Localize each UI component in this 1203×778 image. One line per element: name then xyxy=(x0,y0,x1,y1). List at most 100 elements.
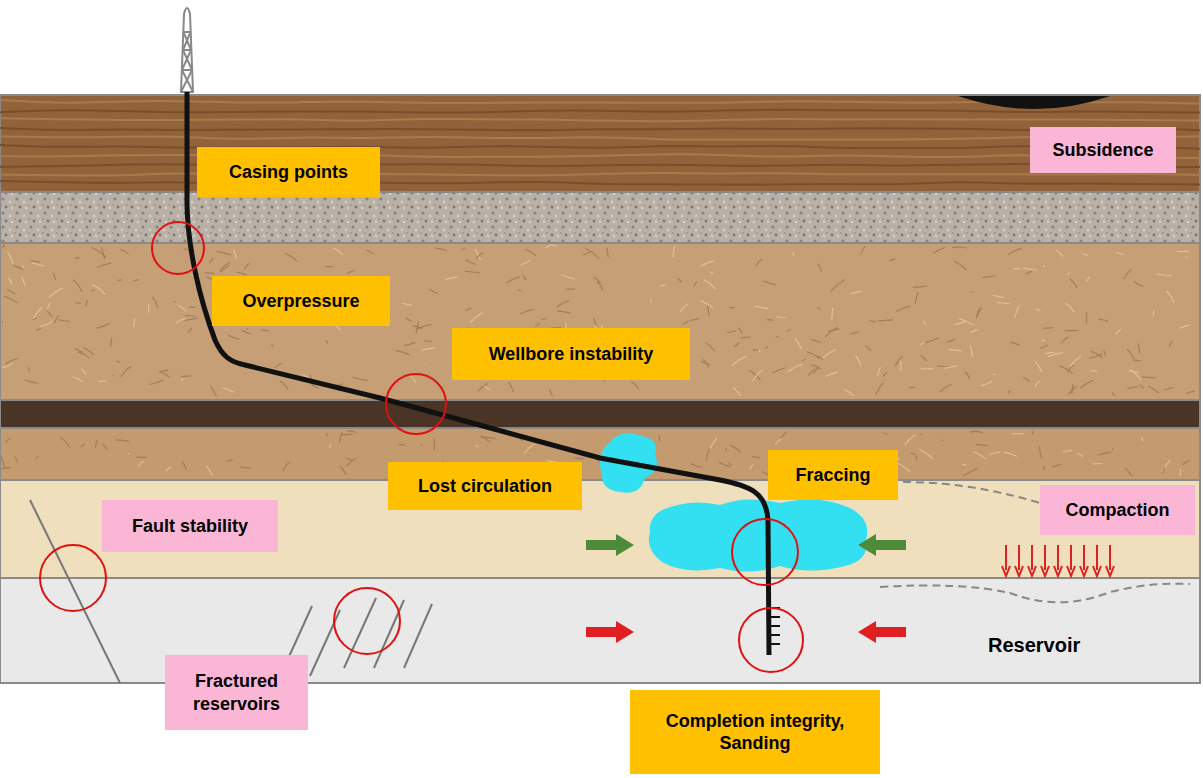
rock-crinkle xyxy=(166,467,171,471)
rock-crinkle xyxy=(520,309,534,314)
rock-crinkle xyxy=(1041,345,1048,349)
rock-crinkle xyxy=(701,301,713,308)
rock-crinkle xyxy=(205,272,215,274)
rock-crinkle xyxy=(1065,330,1079,331)
rock-crinkle xyxy=(1068,386,1077,395)
rock-crinkle xyxy=(710,272,714,274)
rock-crinkle xyxy=(13,266,24,270)
rock-crinkle xyxy=(1080,380,1093,388)
rock-crinkle xyxy=(878,319,893,321)
layer-stripe xyxy=(0,118,1200,121)
compaction-arrow xyxy=(1015,545,1023,576)
rock-crinkle xyxy=(557,311,571,313)
rock-crinkle xyxy=(561,275,574,280)
rock-crinkle xyxy=(607,248,608,257)
rock-crinkle xyxy=(765,346,768,348)
rock-crinkle xyxy=(465,260,475,264)
rock-crinkle xyxy=(110,338,112,347)
rock-crinkle xyxy=(176,319,185,323)
rock-crinkle xyxy=(1186,391,1195,394)
rock-crinkle xyxy=(150,380,164,384)
rock-crinkle xyxy=(631,381,638,389)
rock-crinkle xyxy=(121,249,129,254)
rock-crinkle xyxy=(523,275,526,280)
rock-crinkle xyxy=(1035,361,1042,372)
rock-crinkle xyxy=(818,264,822,272)
rock-crinkle xyxy=(690,318,699,320)
shale-layer xyxy=(0,428,1200,480)
rock-crinkle xyxy=(1140,384,1144,388)
rock-crinkle xyxy=(103,445,108,450)
rock-crinkle xyxy=(75,257,79,259)
rock-crinkle xyxy=(921,368,933,369)
rock-crinkle xyxy=(1048,353,1063,357)
rock-crinkle xyxy=(133,280,138,281)
rock-crinkle xyxy=(767,319,774,321)
rock-crinkle xyxy=(889,259,895,261)
rock-crinkle xyxy=(944,366,957,369)
rock-crinkle xyxy=(921,355,927,361)
rock-crinkle xyxy=(911,453,916,455)
sand-layer xyxy=(0,480,1200,578)
rock-crinkle xyxy=(210,386,216,396)
rock-crinkle xyxy=(905,434,916,445)
rock-crinkle xyxy=(1086,312,1087,323)
rock-crinkle xyxy=(974,452,986,459)
rock-crinkle xyxy=(756,259,762,266)
rock-crinkle xyxy=(1163,467,1165,473)
rock-crinkle xyxy=(780,432,786,439)
rock-crinkle xyxy=(963,468,977,476)
compaction-lines xyxy=(880,482,1190,602)
rock-crinkle xyxy=(861,246,866,254)
rock-crinkle xyxy=(983,276,996,278)
rock-crinkle xyxy=(949,349,962,351)
rock-crinkle xyxy=(1045,352,1054,353)
label-text: Wellbore instability xyxy=(489,343,654,366)
rock-crinkle xyxy=(920,433,923,435)
rock-crinkle xyxy=(75,302,81,303)
rock-crinkle xyxy=(865,346,870,351)
rock-crinkle xyxy=(1082,254,1088,256)
rock-crinkle xyxy=(946,339,955,343)
rock-crinkle xyxy=(870,321,876,323)
rock-crinkle xyxy=(1061,337,1068,343)
rock-crinkle xyxy=(25,380,37,383)
layer-stripe xyxy=(0,136,1200,139)
rock-crinkle xyxy=(750,464,754,469)
rock-crinkle xyxy=(326,433,328,437)
rock-crinkle xyxy=(729,307,734,308)
rock-crinkle xyxy=(59,320,70,321)
fluid-blob xyxy=(649,499,867,571)
rock-crinkle xyxy=(509,383,514,392)
rock-crinkle xyxy=(1116,329,1122,334)
rock-crinkle xyxy=(478,383,488,391)
stress-arrows xyxy=(586,534,906,643)
rock-crinkle xyxy=(925,338,939,343)
rock-texture xyxy=(0,245,1195,476)
label-text: Reservoir xyxy=(988,634,1080,656)
well-path xyxy=(187,92,769,655)
rock-crinkle xyxy=(1022,268,1036,270)
drilling-label: Lost circulation xyxy=(388,462,582,510)
rock-crinkle xyxy=(206,466,212,476)
rock-crinkle xyxy=(900,361,901,371)
rock-crinkle xyxy=(1092,463,1102,465)
rock-crinkle xyxy=(434,248,447,250)
compaction-arrow xyxy=(1106,545,1114,576)
rock-crinkle xyxy=(184,318,198,321)
rock-crinkle xyxy=(678,278,682,283)
rock-crinkle xyxy=(2,363,13,368)
rock-crinkle xyxy=(776,336,779,337)
rock-crinkle xyxy=(261,329,268,330)
layer-stripes xyxy=(0,100,1200,185)
rock-crinkle xyxy=(811,365,822,369)
layer-stripe xyxy=(0,154,1200,158)
rock-crinkle xyxy=(1035,381,1040,387)
label-text: Fractured reservoirs xyxy=(173,670,300,715)
rock-crinkle xyxy=(728,463,732,465)
rock-crinkle xyxy=(21,276,25,285)
rock-crinkle xyxy=(993,373,995,375)
rock-crinkle xyxy=(701,361,710,364)
rock-crinkle xyxy=(965,371,970,379)
rock-crinkle xyxy=(909,387,915,388)
